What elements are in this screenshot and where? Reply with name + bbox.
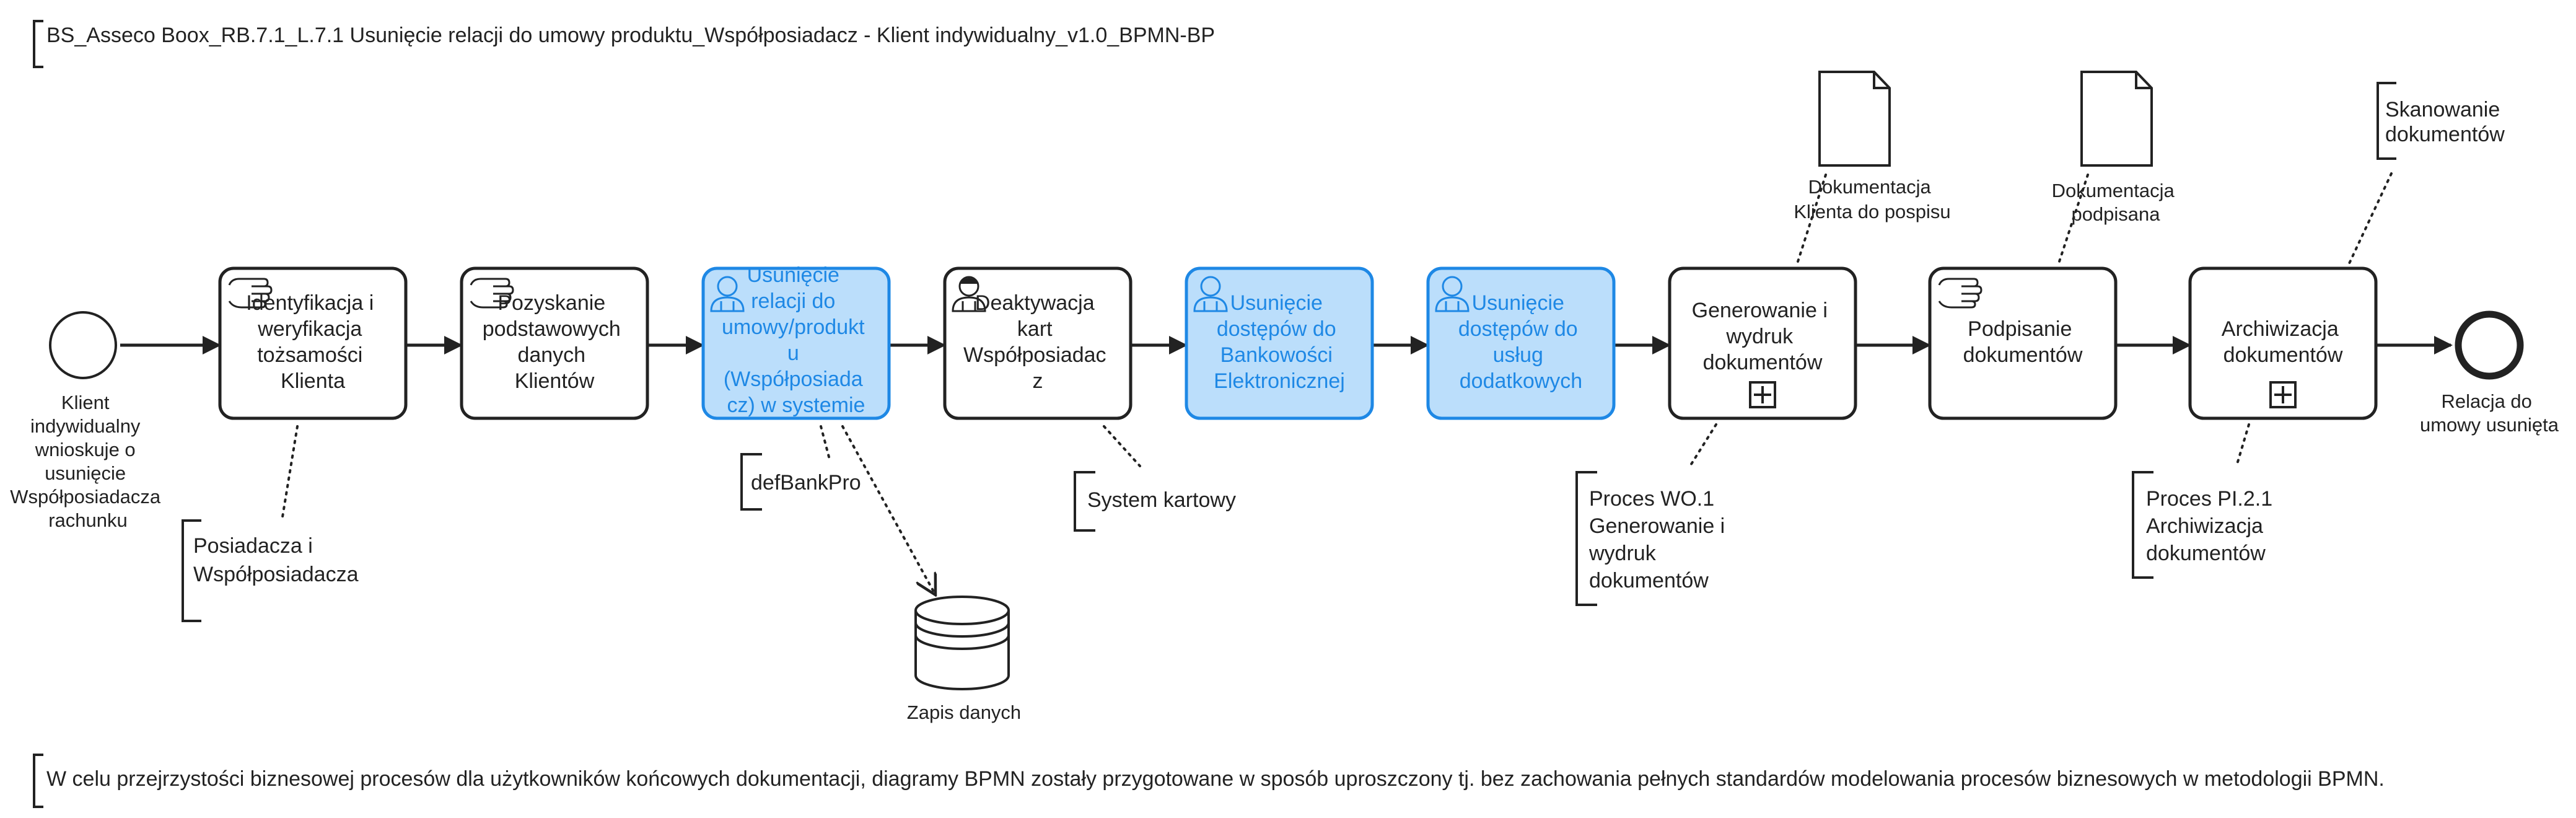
assoc-t4-a3 bbox=[1103, 425, 1141, 467]
svg-text:Usunięcie dostępów do: Usunięcie dostępów do usług dodatkowych bbox=[1458, 291, 1584, 393]
svg-text:W celu przejrzystości biznesow: W celu przejrzystości biznesowej procesó… bbox=[46, 767, 2385, 791]
svg-text:Podpisanie dokumentów: Podpisanie dokumentów bbox=[1963, 317, 2083, 367]
svg-text:defBankPro: defBankPro bbox=[751, 471, 861, 495]
task-pozyskanie[interactable]: Pozyskanie podstawowych danych Klientów bbox=[460, 266, 649, 420]
task-usuniecie-dostepow-bankowosci[interactable]: Usunięcie dostępów do Bankowości Elektro… bbox=[1185, 266, 1374, 420]
associations bbox=[281, 172, 2393, 522]
svg-text:Generowanie i wydruk: Generowanie i wydruk dokumentów bbox=[1692, 299, 1834, 374]
annotation-proces-pi21: Proces PI.2.1 Archiwizacja dokumentów bbox=[2132, 471, 2279, 579]
task-identyfikacja[interactable]: Identyfikacja i weryfikacja tożsamości K… bbox=[218, 266, 408, 420]
assoc-a6-t9 bbox=[2348, 172, 2393, 265]
hand-icon bbox=[470, 278, 514, 309]
start-event[interactable]: Klient indywidualny wnioskuje o usunięci… bbox=[10, 311, 166, 531]
assoc-t7-a4 bbox=[1689, 423, 1717, 467]
diagram-title: BS_Asseco Boox_RB.7.1_L.7.1 Usunięcie re… bbox=[33, 20, 1215, 68]
data-store-label: Zapis danych bbox=[907, 701, 1021, 723]
svg-text:Pozyskanie podstawowych: Pozyskanie podstawowych danych Klientów bbox=[483, 291, 626, 393]
user-icon bbox=[952, 276, 986, 312]
data-store-zapis[interactable]: Zapis danych bbox=[907, 596, 1021, 723]
assoc-t3-a2 bbox=[820, 425, 831, 463]
annotation-proces-wo1: Proces WO.1 Generowanie i wydruk dokumen… bbox=[1575, 471, 1731, 606]
data-object-label: Dokumentacja Klienta do pospisu bbox=[1794, 176, 1950, 222]
svg-text:Skanowanie dokumentów: Skanowanie dokumentów bbox=[2385, 98, 2506, 146]
svg-text:Proces PI.2.1 Archiwizac: Proces PI.2.1 Archiwizacja dokumentów bbox=[2146, 487, 2279, 565]
user-icon bbox=[710, 276, 745, 312]
diagram-footnote: W celu przejrzystości biznesowej procesó… bbox=[33, 754, 2385, 808]
start-event-label: Klient indywidualny wnioskuje o usunięci… bbox=[10, 392, 166, 531]
subprocess-generowanie[interactable]: Generowanie i wydruk dokumentów bbox=[1668, 266, 1857, 420]
assoc-t3-datastore bbox=[841, 425, 935, 595]
user-icon bbox=[1435, 276, 1470, 312]
svg-text:BS_Asseco Boox_RB.7.1_L.7.1 Us: BS_Asseco Boox_RB.7.1_L.7.1 Usunięcie re… bbox=[46, 24, 1215, 47]
end-event-label: Relacja do umowy usunięta bbox=[2420, 390, 2559, 436]
svg-text:Identyfikacja i weryfika: Identyfikacja i weryfikacja tożsamości K… bbox=[246, 291, 379, 393]
hand-icon bbox=[228, 278, 273, 309]
data-object-label: Dokumentacja podpisana bbox=[2052, 180, 2180, 225]
svg-text:Posiadacza i Współposiad: Posiadacza i Współposiadacza bbox=[193, 534, 359, 586]
task-deaktywacja-kart[interactable]: Deaktywacja kart Współposiadac z bbox=[943, 266, 1132, 420]
assoc-t1-a1 bbox=[281, 425, 299, 522]
annotation-skanowanie: Skanowanie dokumentów bbox=[2377, 82, 2506, 160]
svg-text:Usunięcie dostępów do: Usunięcie dostępów do Bankowości Elektro… bbox=[1214, 291, 1345, 393]
svg-text:Deaktywacja kart W: Deaktywacja kart Współposiadac z bbox=[963, 291, 1112, 393]
end-event[interactable]: Relacja do umowy usunięta bbox=[2420, 310, 2559, 436]
user-icon bbox=[1193, 276, 1228, 312]
subprocess-expand-icon[interactable] bbox=[2269, 381, 2297, 408]
task-usuniecie-relacji[interactable]: Usunięcie relacji do umowy/produkt u (Ws… bbox=[701, 263, 891, 420]
annotation-system-kartowy: System kartowy bbox=[1074, 471, 1236, 532]
hand-icon bbox=[1938, 278, 1982, 309]
task-podpisanie[interactable]: Podpisanie dokumentów bbox=[1928, 266, 2118, 420]
data-object-dokumentacja-klienta[interactable]: Dokumentacja Klienta do pospisu bbox=[1794, 71, 1951, 222]
svg-text:Proces WO.1 Generowanie: Proces WO.1 Generowanie i wydruk dokumen… bbox=[1588, 487, 1731, 592]
data-object-dokumentacja-podpisana[interactable]: Dokumentacja podpisana bbox=[2052, 71, 2180, 225]
svg-text:Archiwizacja dokumentów: Archiwizacja dokumentów bbox=[2222, 317, 2344, 367]
svg-text:System kartowy: System kartowy bbox=[1087, 488, 1236, 512]
svg-text:Usunięcie relacji do: Usunięcie relacji do umowy/produkt u (Ws… bbox=[722, 263, 870, 417]
subprocess-expand-icon[interactable] bbox=[1749, 381, 1776, 408]
annotation-defbankpro: defBankPro bbox=[740, 453, 861, 511]
subprocess-archiwizacja[interactable]: Archiwizacja dokumentów bbox=[2188, 266, 2378, 420]
assoc-d2-t8 bbox=[2058, 174, 2089, 263]
assoc-t9-a5 bbox=[2235, 423, 2250, 467]
annotation-posiadacza: Posiadacza i Współposiadacza bbox=[182, 519, 359, 622]
task-usuniecie-dostepow-uslug[interactable]: Usunięcie dostępów do usług dodatkowych bbox=[1426, 266, 1616, 420]
assoc-d1-t7 bbox=[1797, 174, 1827, 263]
